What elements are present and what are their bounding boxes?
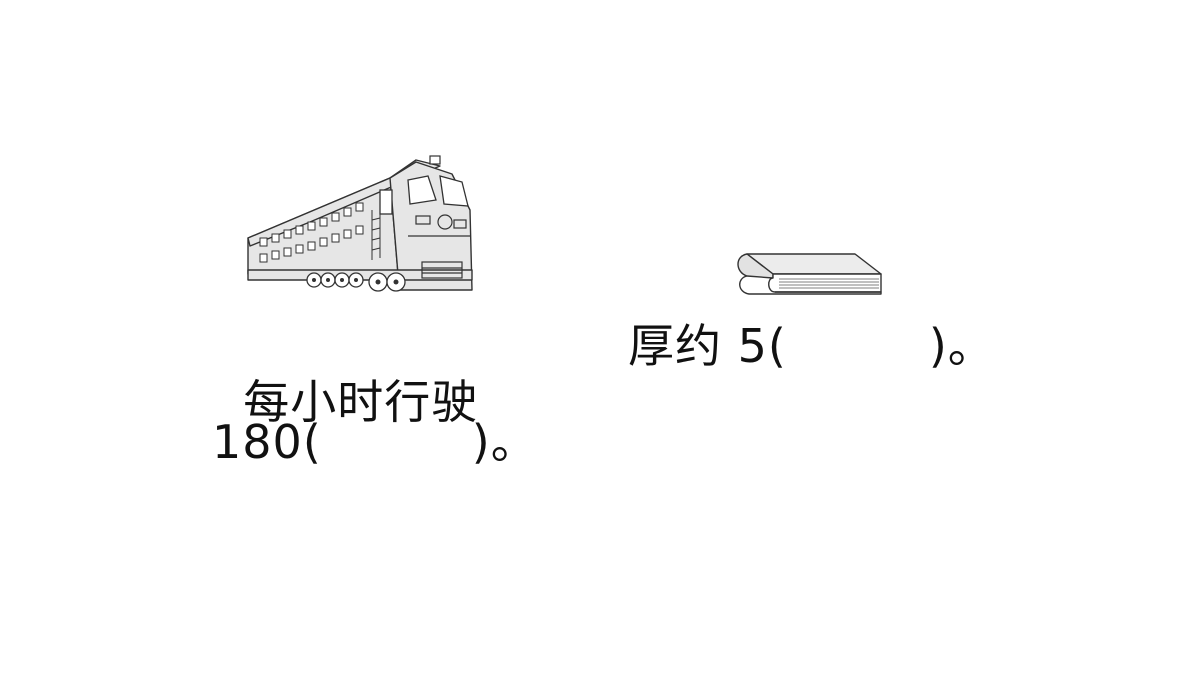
question-1-answer-line: 180()。 — [212, 414, 538, 470]
question-1-text: 每小时行驶 — [212, 318, 478, 430]
question-1-prompt: 每小时行驶 — [243, 375, 479, 429]
question-2-close-paren: ) — [928, 319, 948, 373]
question-2-answer-line: 厚约 5()。 — [628, 318, 995, 374]
question-2-prompt: 厚约 5 — [628, 319, 768, 373]
question-2-open-paren: ( — [767, 319, 787, 373]
question-1-period: 。 — [490, 415, 538, 469]
question-1-number: 180 — [212, 415, 303, 469]
question-1-open-paren: ( — [302, 415, 322, 469]
train-icon — [240, 150, 485, 300]
question-2-period: 。 — [947, 319, 995, 373]
book-icon — [733, 248, 885, 298]
question-1-close-paren: ) — [471, 415, 491, 469]
